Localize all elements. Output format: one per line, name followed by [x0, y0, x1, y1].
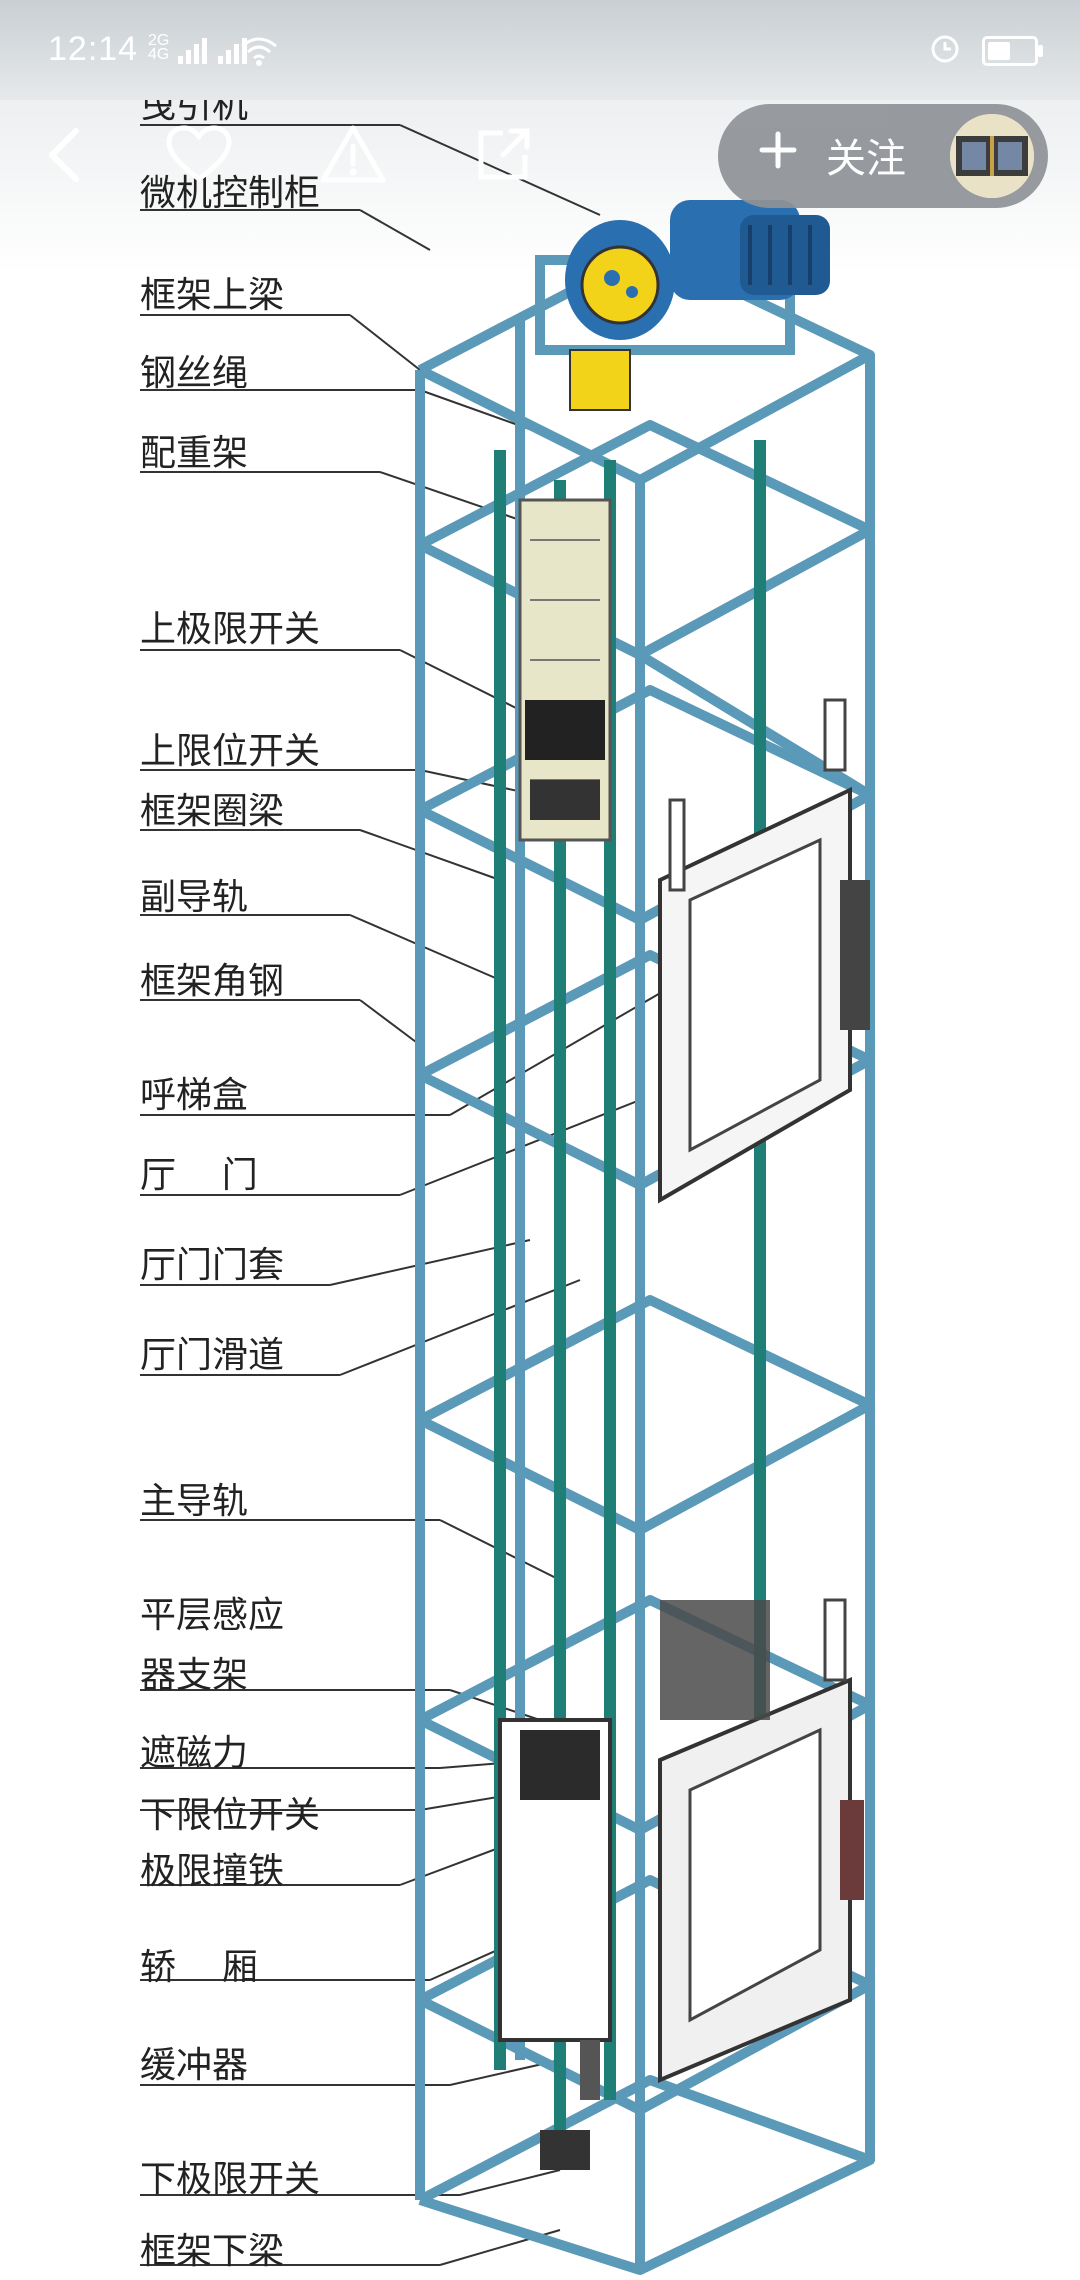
- label-landing-door: 厅 门: [140, 1155, 258, 1196]
- label-buffer: 缓冲器: [140, 2045, 249, 2086]
- lower-limit-switch: [540, 2130, 590, 2170]
- label-top-beam: 框架上梁: [140, 275, 285, 316]
- alarm-icon: [930, 34, 960, 68]
- back-icon: [49, 128, 79, 182]
- status-time: 12:14: [48, 30, 139, 68]
- label-door-frame: 厅门门套: [140, 1245, 285, 1286]
- label-bottom-beam: 框架下梁: [140, 2231, 285, 2272]
- status-bar: 12:14 2G 4G: [0, 0, 1080, 100]
- label-magnet: 遮磁力: [140, 1733, 249, 1774]
- label-aux-rail: 副导轨: [140, 877, 249, 918]
- signal-bars-icon: [178, 36, 262, 70]
- label-limit-cam: 极限撞铁: [140, 1851, 285, 1892]
- label-door-sill: 厅门滑道: [140, 1335, 285, 1376]
- hall-call-box: [840, 880, 870, 1030]
- battery-icon: [982, 36, 1043, 66]
- share-icon: [478, 128, 530, 180]
- elevator-car: [498, 1598, 864, 2084]
- heart-icon: [166, 125, 232, 182]
- label-leveling-sensor-2: 器支架: [140, 1655, 249, 1696]
- label-wire-rope: 钢丝绳: [140, 353, 249, 394]
- landing-door-upper: [658, 698, 870, 1204]
- signal-2-label: 4G: [148, 46, 170, 63]
- warning-icon: [320, 125, 386, 183]
- buffer: [580, 2040, 600, 2100]
- nav-bar: 关注: [0, 100, 1080, 210]
- label-leveling-sensor-1: 平层感应: [140, 1595, 285, 1636]
- limit-switch-mid: [530, 780, 600, 820]
- like-button[interactable]: [164, 120, 234, 190]
- label-car: 轿 厢: [140, 1947, 258, 1988]
- traction-machine: [535, 200, 830, 411]
- plus-icon: [759, 131, 797, 169]
- follow-label: 关注: [826, 136, 906, 182]
- back-button[interactable]: [30, 120, 100, 190]
- label-angle-steel: 框架角钢: [140, 961, 285, 1002]
- label-lower-limit: 下限位开关: [140, 1795, 321, 1836]
- label-lower-final-limit: 下极限开关: [140, 2159, 321, 2200]
- follow-button[interactable]: 关注: [718, 104, 1048, 208]
- label-counterweight: 配重架: [140, 433, 249, 474]
- label-main-rail: 主导轨: [140, 1481, 249, 1522]
- share-button[interactable]: [468, 120, 538, 190]
- signal-indicator: 2G 4G: [148, 32, 170, 63]
- status-right: [930, 34, 1043, 68]
- limit-switch-upper: [525, 700, 605, 760]
- wifi-icon: [240, 36, 278, 70]
- label-ring-beam: 框架圈梁: [140, 791, 285, 832]
- label-upper-limit: 上限位开关: [140, 731, 321, 772]
- label-control-cabinet: 微机控制柜: [140, 173, 321, 214]
- avatar[interactable]: [950, 114, 1034, 198]
- leader-lines: [140, 124, 701, 2266]
- label-upper-final-limit: 上极限开关: [140, 609, 321, 650]
- signal-1-label: 2G: [148, 32, 170, 49]
- report-button[interactable]: [318, 120, 388, 190]
- label-call-box: 呼梯盒: [140, 1075, 249, 1116]
